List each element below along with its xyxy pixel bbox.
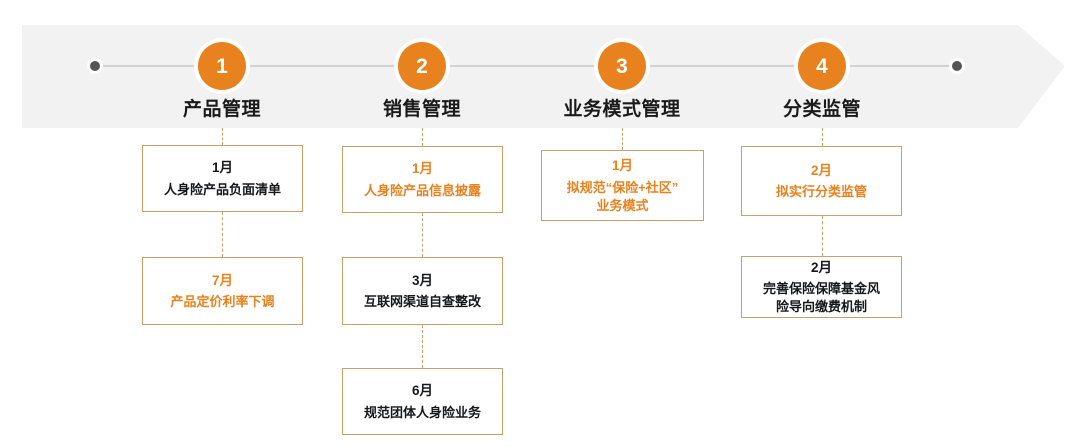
- phase-node-3[interactable]: 3: [598, 42, 646, 90]
- milestone-card-c2-2[interactable]: 3月 互联网渠道自查整改: [342, 257, 503, 325]
- milestone-desc: 互联网渠道自查整改: [363, 294, 481, 310]
- phase-node-2[interactable]: 2: [398, 42, 446, 90]
- connector-c4-card1-to-card2: [822, 216, 823, 256]
- phase-title-1: 产品管理: [182, 99, 261, 120]
- milestone-month: 2月: [810, 162, 832, 178]
- connector-c2-node-to-card1: [422, 128, 423, 146]
- connector-c2-card2-to-card3: [422, 325, 423, 368]
- milestone-desc: 人身险产品信息披露: [363, 182, 481, 198]
- connector-c4-node-to-card1: [822, 128, 823, 146]
- milestone-month: 1月: [211, 160, 233, 176]
- milestone-card-c4-2[interactable]: 2月 完善保险保障基金风 险导向缴费机制: [741, 256, 902, 318]
- phase-title-4: 分类监管: [782, 99, 861, 120]
- milestone-month: 1月: [411, 161, 433, 177]
- timeline-end-dot: [949, 58, 965, 74]
- milestone-month: 6月: [411, 383, 433, 399]
- milestone-card-c1-2[interactable]: 7月 产品定价利率下调: [142, 257, 303, 325]
- connector-c2-card1-to-card2: [422, 213, 423, 257]
- milestone-desc: 拟实行分类监管: [775, 184, 867, 200]
- milestone-month: 1月: [611, 158, 633, 174]
- milestone-month: 2月: [810, 259, 832, 275]
- connector-c1-node-to-card1: [222, 128, 223, 145]
- milestone-card-c2-3[interactable]: 6月 规范团体人身险业务: [342, 368, 503, 435]
- milestone-desc: 人身险产品负面清单: [163, 181, 281, 197]
- phase-title-2: 销售管理: [382, 99, 461, 120]
- phase-number-2: 2: [416, 54, 428, 78]
- phase-number-1: 1: [216, 54, 228, 78]
- milestone-month: 3月: [411, 272, 433, 288]
- phase-node-1[interactable]: 1: [198, 42, 246, 90]
- phase-number-4: 4: [816, 54, 828, 78]
- timeline-start-dot: [87, 58, 103, 74]
- milestone-card-c2-1[interactable]: 1月 人身险产品信息披露: [342, 146, 503, 213]
- phase-number-3: 3: [616, 54, 628, 78]
- milestone-card-c3-1[interactable]: 1月 拟规范“保险+社区” 业务模式: [541, 150, 704, 221]
- connector-c1-card1-to-card2: [222, 212, 223, 257]
- phase-node-4[interactable]: 4: [798, 42, 846, 90]
- milestone-card-c1-1[interactable]: 1月 人身险产品负面清单: [142, 145, 303, 212]
- milestone-desc: 完善保险保障基金风 险导向缴费机制: [762, 281, 880, 315]
- milestone-desc: 产品定价利率下调: [170, 294, 275, 310]
- milestone-month: 7月: [211, 272, 233, 288]
- milestone-desc: 规范团体人身险业务: [363, 404, 481, 420]
- milestone-card-c4-1[interactable]: 2月 拟实行分类监管: [741, 146, 902, 216]
- milestone-desc: 拟规范“保险+社区” 业务模式: [566, 179, 679, 213]
- phase-title-3: 业务模式管理: [563, 99, 681, 120]
- connector-c3-node-to-card1: [622, 128, 623, 150]
